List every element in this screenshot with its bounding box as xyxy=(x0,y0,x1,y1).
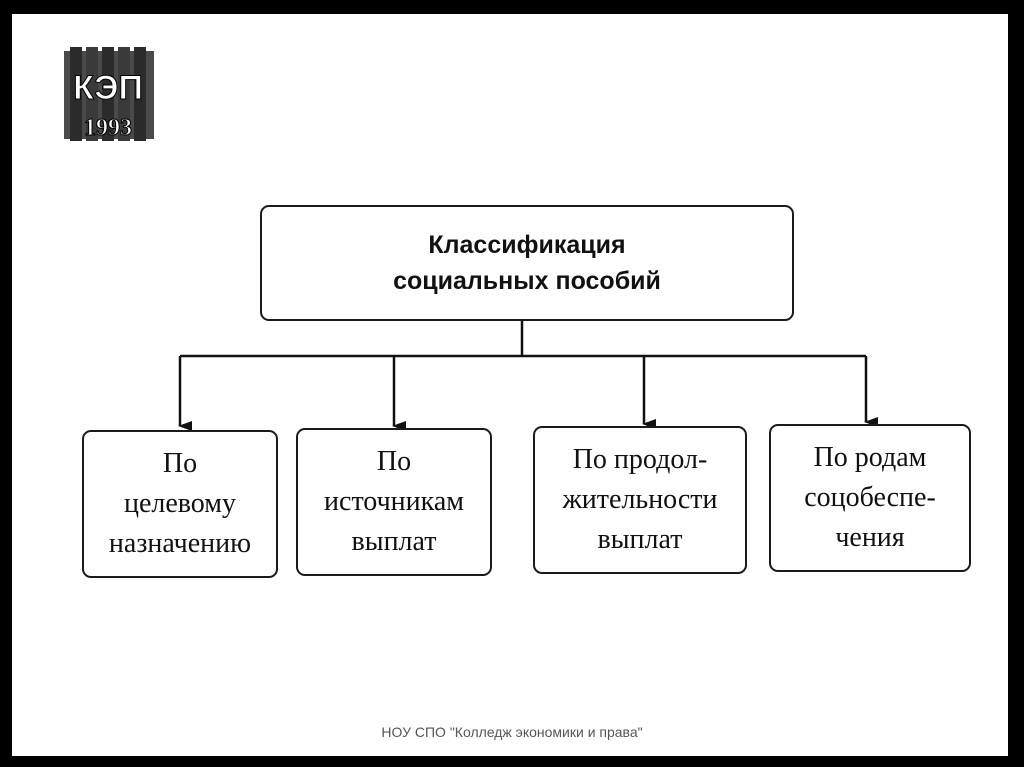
child-4-line-2: соцобеспе- xyxy=(804,482,936,513)
logo-year: 1993 xyxy=(84,115,132,141)
child-box-target: По целевому назначению xyxy=(82,430,278,578)
child-1-line-3: назначению xyxy=(108,528,252,559)
child-4-line-1: По родам xyxy=(813,442,927,473)
child-2-line-2: источникам xyxy=(324,486,464,517)
root-line-2: социальных пособий xyxy=(393,267,661,295)
child-3-line-2: жительности xyxy=(562,484,718,515)
child-box-social-types: По родам соцобеспе- чения xyxy=(769,424,971,572)
child-box-sources: По источникам выплат xyxy=(296,428,492,576)
kep-logo: КЭП 1993 xyxy=(62,45,156,143)
slide-background xyxy=(12,14,1008,756)
child-1-line-1: По xyxy=(162,448,198,479)
child-3-line-3: выплат xyxy=(597,524,683,555)
footer-caption: НОУ СПО "Колледж экономики и права" xyxy=(381,724,643,740)
root-line-1: Классификация xyxy=(428,231,626,259)
root-box: Классификация социальных пособий xyxy=(260,205,794,321)
child-1-line-2: целевому xyxy=(123,488,236,519)
child-4-line-3: чения xyxy=(835,522,905,553)
child-box-duration: По продол- жительности выплат xyxy=(533,426,747,574)
child-3-line-1: По продол- xyxy=(572,444,708,475)
child-2-line-1: По xyxy=(376,446,412,477)
logo-letters: КЭП xyxy=(73,69,143,107)
child-2-line-3: выплат xyxy=(351,526,437,557)
